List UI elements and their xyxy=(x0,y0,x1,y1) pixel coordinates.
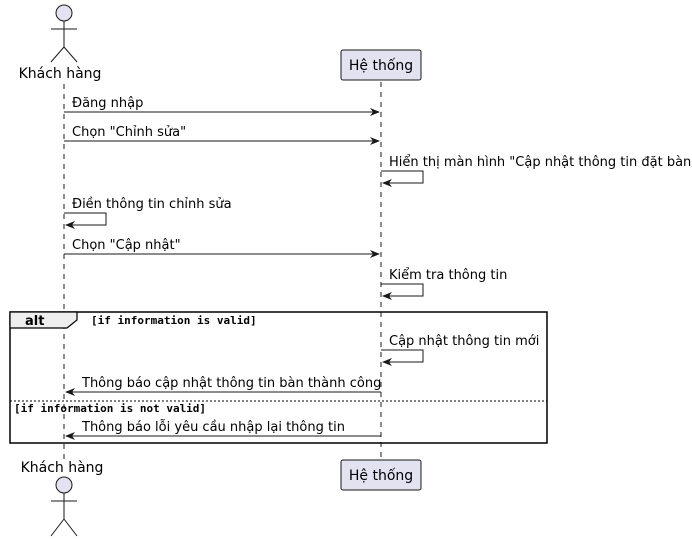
actor-head-icon xyxy=(55,4,73,22)
participant-system-top: Hệ thống xyxy=(340,49,422,81)
actor-customer-label: Khách hàng xyxy=(21,460,104,476)
self-message-arrow xyxy=(64,212,107,229)
actor-customer-top: Khách hàng xyxy=(19,4,102,82)
actor-customer-bottom: Khách hàng xyxy=(21,460,104,537)
message-label: Điền thông tin chỉnh sửa xyxy=(72,197,232,212)
actor-customer-label: Khách hàng xyxy=(19,66,102,82)
alt-guard-invalid: [if information is not valid] xyxy=(14,402,206,415)
self-message-arrow xyxy=(381,170,424,187)
alt-guard-valid: [if information is valid] xyxy=(91,314,257,327)
message-label: Chọn "Chỉnh sửa" xyxy=(72,125,186,140)
message-label: Kiểm tra thông tin xyxy=(389,268,507,283)
participant-system-label: Hệ thống xyxy=(349,467,413,484)
participant-system-bottom: Hệ thống xyxy=(340,459,422,491)
self-message-arrow xyxy=(381,283,424,300)
message-label: Chọn "Cập nhật" xyxy=(72,238,181,253)
self-message-arrow xyxy=(381,349,424,366)
participant-system-label: Hệ thống xyxy=(349,57,413,74)
actor-head-icon xyxy=(55,476,73,494)
message-label: Hiển thị màn hình "Cập nhật thông tin đặ… xyxy=(389,155,692,170)
alt-frame-tab xyxy=(9,311,78,329)
message-label: Thông báo cập nhật thông tin bàn thành c… xyxy=(81,376,381,391)
message-label: Thông báo lỗi yêu cầu nhập lại thông tin xyxy=(81,420,345,435)
alt-frame: alt [if information is valid] [if inform… xyxy=(9,311,548,444)
message-label: Cập nhật thông tin mới xyxy=(389,334,539,349)
alt-keyword: alt xyxy=(25,314,44,329)
message-label: Đăng nhập xyxy=(72,96,143,111)
